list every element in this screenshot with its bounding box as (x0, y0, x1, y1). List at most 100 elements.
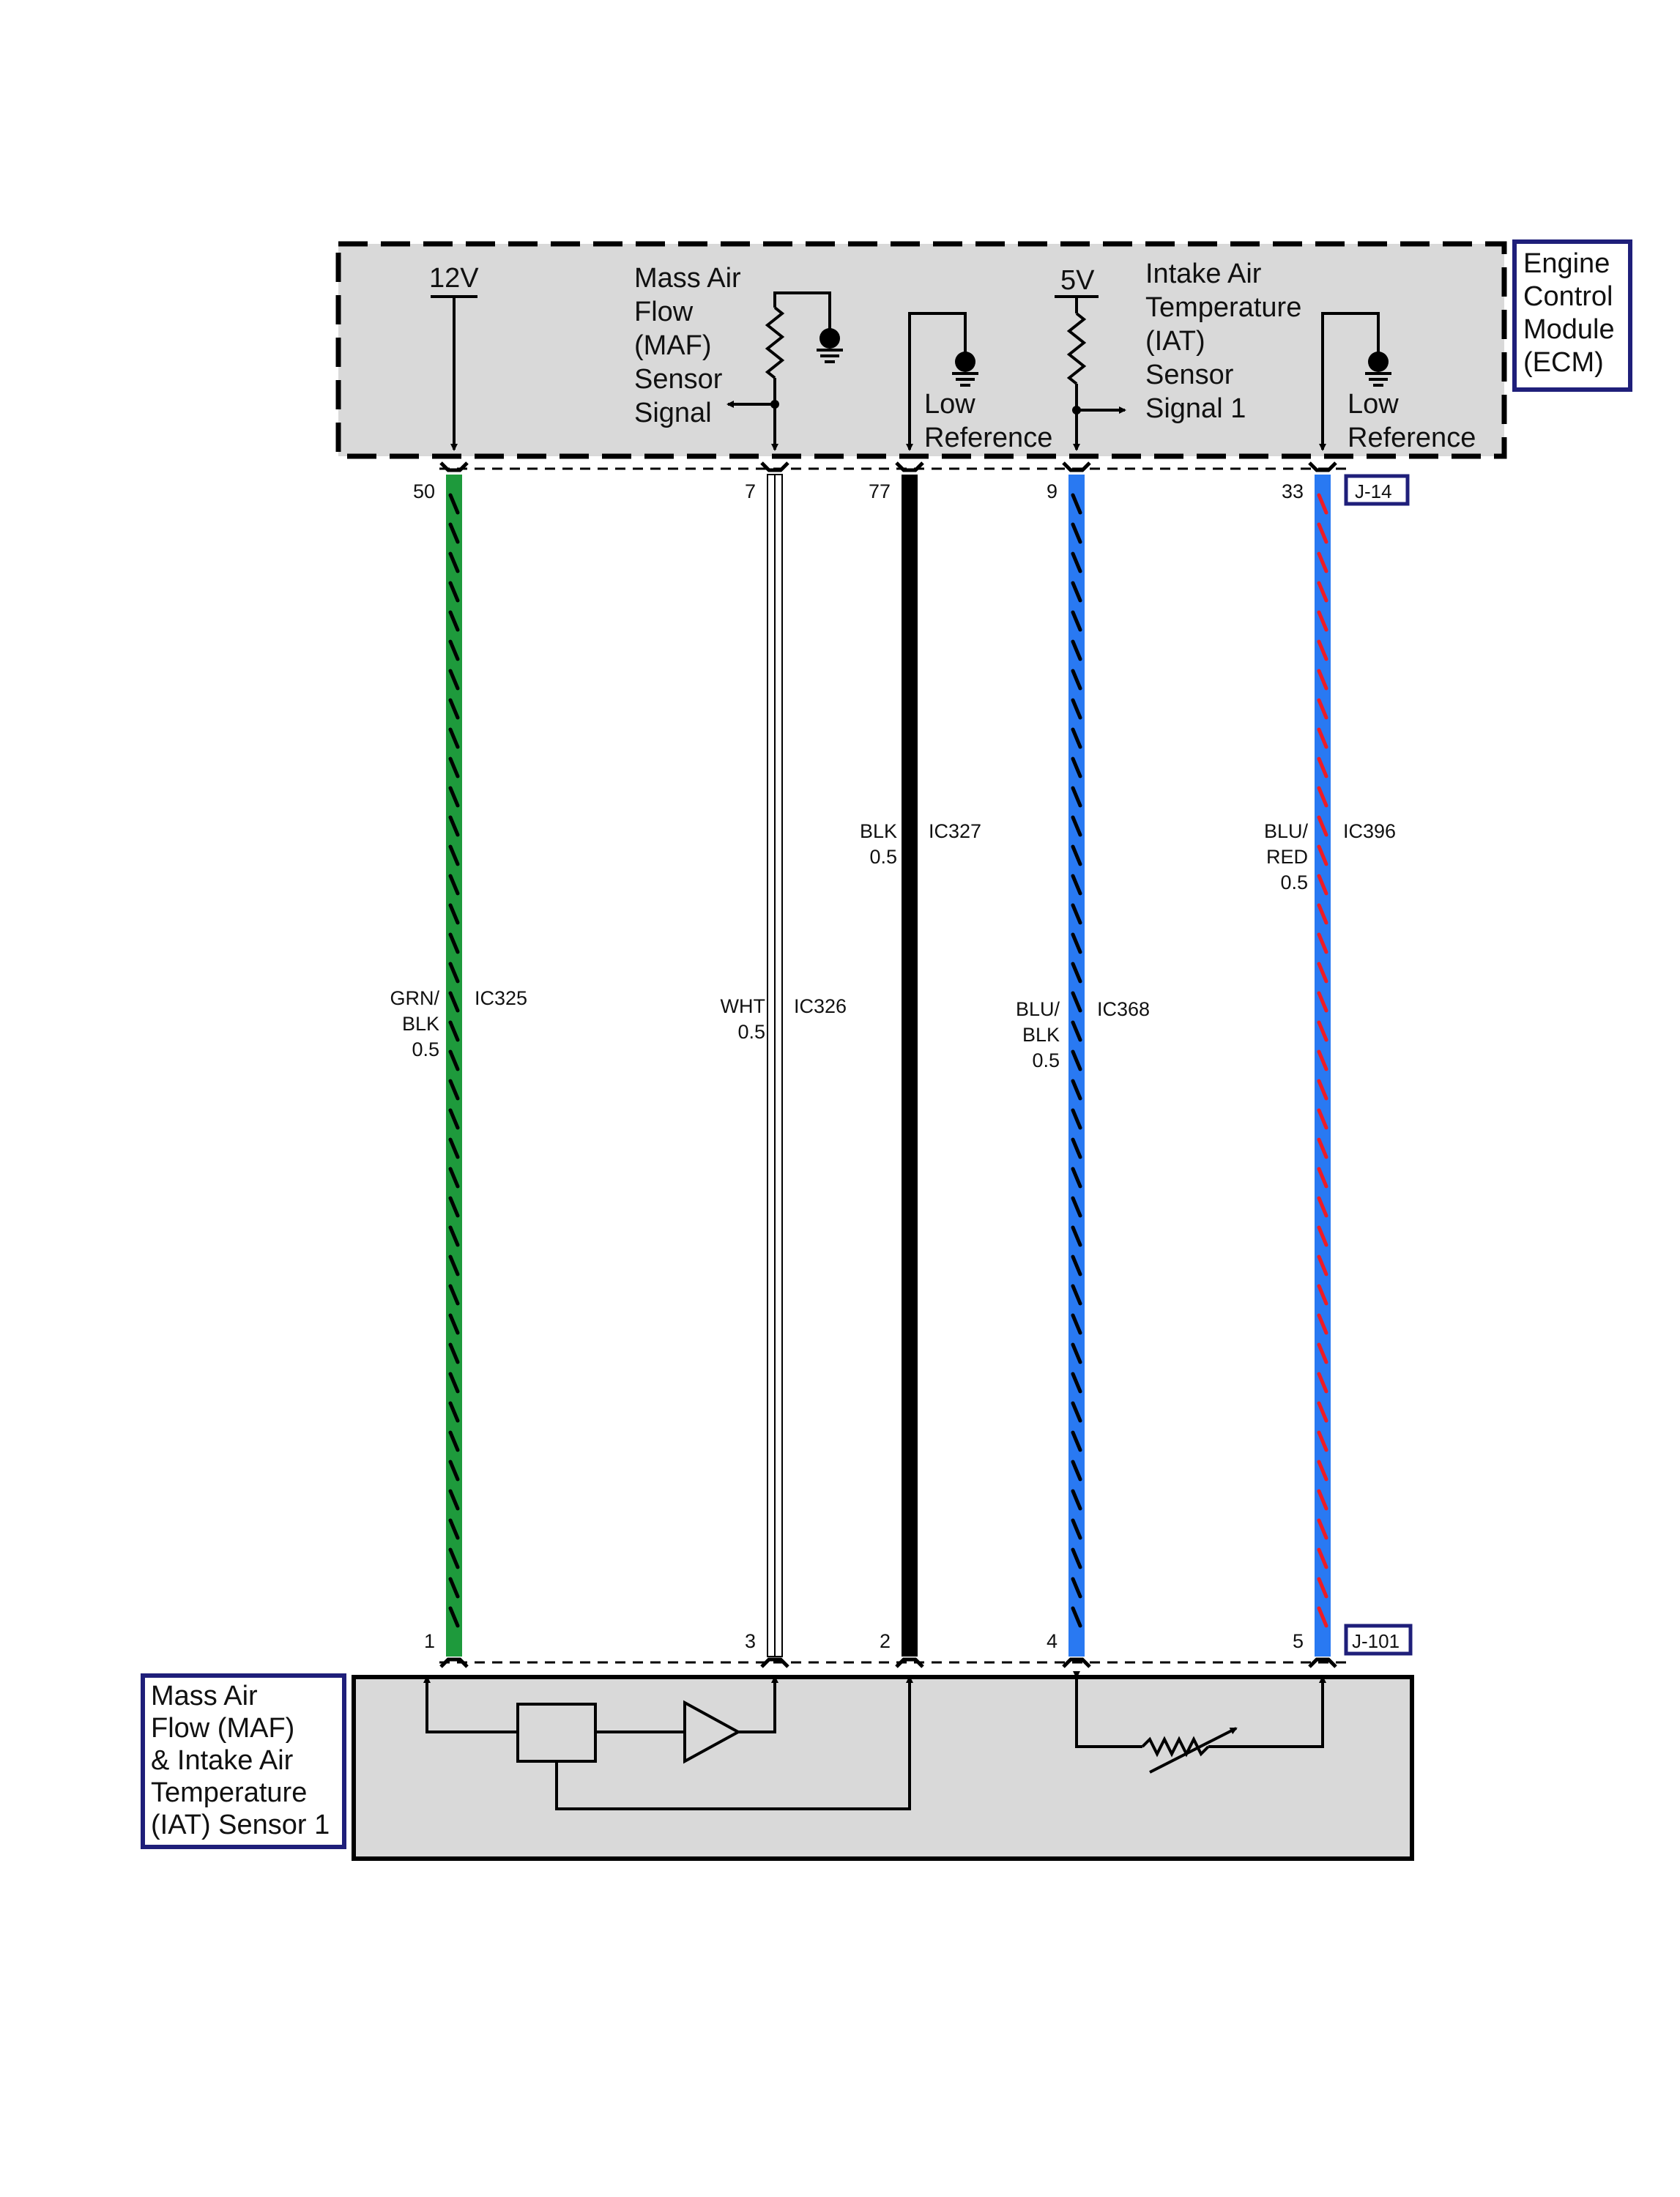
wire-stripe (1317, 903, 1328, 925)
wire-stripe (1071, 874, 1082, 896)
iat-thermistor-wire-right (1208, 1676, 1326, 1748)
pin-number-top: 33 (1282, 480, 1304, 502)
iat-resistor (1066, 312, 1087, 385)
sensor-label: Mass Air Flow (MAF) & Intake Air Tempera… (151, 1681, 330, 1840)
wire-stripe (1071, 786, 1082, 808)
wire-stripe (448, 610, 460, 632)
thermistor-variable-arrow (1149, 1727, 1238, 1774)
wire-stripe (448, 1079, 460, 1101)
low-ref-2-wire (1319, 312, 1380, 451)
iat-signal-label: Intake Air Temperature (IAT) Sensor Sign… (1145, 259, 1309, 424)
connector-j14-label: J-14 (1355, 480, 1392, 502)
wire-stripe (1317, 727, 1328, 749)
wire-stripe (1071, 1547, 1082, 1569)
wire-stripe (1071, 669, 1082, 691)
wire-stripe (1071, 962, 1082, 984)
amplifier-icon (683, 1700, 742, 1764)
wire-stripe (448, 815, 460, 837)
wire-stripe (1317, 786, 1328, 808)
ground-icon (952, 352, 978, 387)
wire-stripe (1071, 903, 1082, 925)
wire-stripe (1317, 551, 1328, 573)
wire-stripe (1317, 1137, 1328, 1159)
wire-stripe (448, 1284, 460, 1306)
wire-stripe (1317, 991, 1328, 1013)
maf-pullup-wire (773, 291, 831, 333)
wire-stripe (448, 1489, 460, 1511)
low-ref-2-label: Low Reference (1348, 389, 1476, 453)
wire-stripe (1317, 1518, 1328, 1540)
wire-stripe (1071, 757, 1082, 778)
wire-stripe (1317, 522, 1328, 544)
wire-stripe (448, 903, 460, 925)
wire-stripe (1317, 1049, 1328, 1071)
connector-pin-j14 (760, 461, 789, 472)
wire-stripe (1317, 932, 1328, 954)
wire-stripe (448, 1049, 460, 1071)
wire-stripe (1317, 1020, 1328, 1042)
wire-stripe (1317, 757, 1328, 778)
wire-stripe (1071, 1196, 1082, 1218)
maf-ground-internal (555, 1676, 913, 1810)
connector-pin-j14 (895, 461, 924, 472)
wire-stripe (448, 1606, 460, 1628)
wire-stripe (448, 962, 460, 984)
wire-stripe (448, 493, 460, 515)
wire-stripe (1071, 991, 1082, 1013)
wire-stripe (448, 1401, 460, 1423)
wire-stripe (1317, 639, 1328, 661)
wire-stripe (1071, 1049, 1082, 1071)
wire-stripe (1071, 551, 1082, 573)
wire-stripe (1317, 1167, 1328, 1189)
wire-stripe (1071, 1460, 1082, 1482)
wire-stripe (448, 727, 460, 749)
ecm-housing (335, 241, 1507, 459)
wire-stripe (448, 757, 460, 778)
wire-stripe (1071, 1342, 1082, 1364)
wire-stripe (1071, 1489, 1082, 1511)
wire-stripe (1317, 581, 1328, 603)
wire-stripe (1317, 962, 1328, 984)
wire-stripe (1317, 1489, 1328, 1511)
wire-stripe (1071, 1020, 1082, 1042)
wire-stripe (1071, 1518, 1082, 1540)
connector-pin-j14 (1062, 461, 1091, 472)
wire-stripe (1317, 1606, 1328, 1628)
wire-stripe (1317, 815, 1328, 837)
maf-supply-internal (423, 1676, 518, 1733)
pin-number-top: 9 (1047, 480, 1058, 502)
iat-thermistor-wire-left (1073, 1671, 1142, 1748)
wire-stripe (448, 669, 460, 691)
wire-stripe (1317, 610, 1328, 632)
wire-stripe (1317, 1284, 1328, 1306)
wire-stripe (448, 1342, 460, 1364)
wire-stripe (1071, 1254, 1082, 1276)
pin-number-bottom: 4 (1047, 1630, 1058, 1652)
connector-j101-box (1344, 1624, 1413, 1656)
wire-stripe (1317, 698, 1328, 720)
connector-pin-j14 (439, 461, 469, 472)
connector-j101-label: J-101 (1352, 1630, 1400, 1652)
wire-stripe (1317, 874, 1328, 896)
pin-number-top: 77 (869, 480, 891, 502)
wire-stripe (1071, 581, 1082, 603)
wire-stripe (1071, 844, 1082, 866)
wire-stripe (448, 1518, 460, 1540)
maf-resistor (765, 306, 785, 379)
supply-12v-label: 12V (429, 263, 479, 294)
wire-stripe (1317, 1342, 1328, 1364)
ecm-label: Engine Control Module (ECM) (1523, 248, 1622, 378)
circuit-id-label: IC396 (1343, 820, 1396, 842)
wire-stripe (1317, 1547, 1328, 1569)
wire-stripe (1317, 1460, 1328, 1482)
wire-stripe (1317, 1401, 1328, 1423)
wire-stripe (448, 1577, 460, 1599)
wire-stripe (448, 874, 460, 896)
wire-stripe (1071, 932, 1082, 954)
wire-stripe (448, 1460, 460, 1482)
